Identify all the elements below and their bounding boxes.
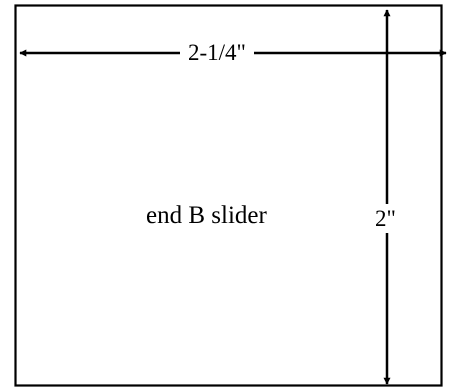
- width-dimension-label: 2-1/4": [180, 41, 254, 64]
- part-name-label: end B slider: [146, 202, 267, 229]
- part-outline: [14, 4, 443, 387]
- height-dimension-label: 2": [372, 204, 399, 233]
